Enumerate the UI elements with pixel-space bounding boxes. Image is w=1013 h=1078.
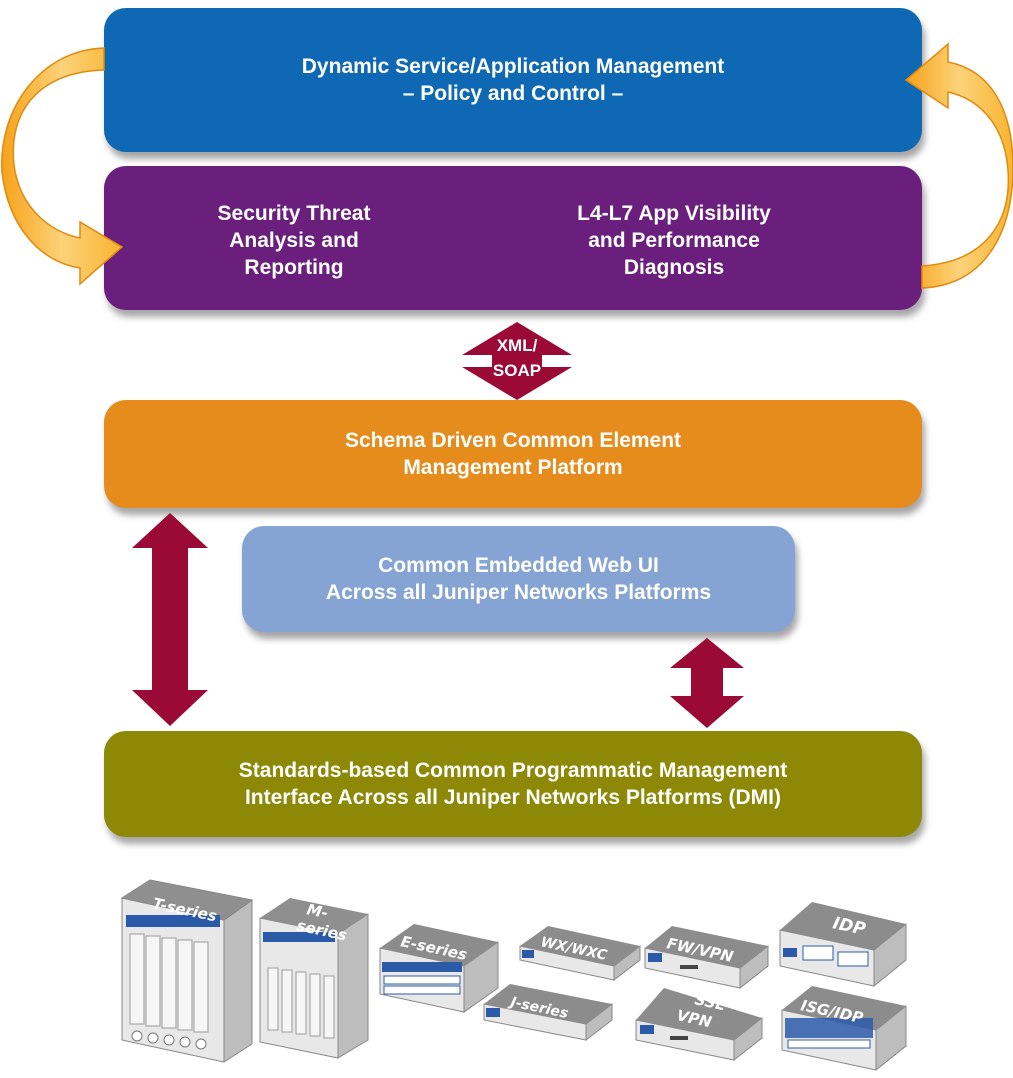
security-threat-line2: Analysis and bbox=[229, 229, 359, 252]
isg-idp-device: ISG/IDP bbox=[781, 986, 907, 1072]
dmi-line1: Standards-based Common Programmatic Mana… bbox=[238, 759, 788, 782]
j-series-device: J-series bbox=[483, 984, 613, 1042]
element-management-line2: Management Platform bbox=[403, 456, 623, 479]
xml-label: XML/ bbox=[497, 336, 538, 355]
security-threat-line3: Reporting bbox=[244, 256, 344, 279]
e-series-device: E-series bbox=[379, 924, 499, 1013]
app-visibility-line2: and Performance bbox=[588, 229, 760, 252]
analysis-box: Security Threat Analysis and Reporting L… bbox=[104, 166, 922, 310]
ssl-label: SSL bbox=[693, 990, 727, 1014]
m-series-device: M- series bbox=[259, 898, 369, 1059]
idp-device: IDP bbox=[779, 902, 907, 988]
security-threat-label: Security Threat Analysis and Reporting bbox=[204, 200, 384, 281]
element-management-line1: Schema Driven Common Element bbox=[344, 429, 682, 452]
web-ui-line1: Common Embedded Web UI bbox=[378, 554, 659, 577]
xml-soap-arrow: XML/ SOAP bbox=[462, 322, 572, 400]
policy-control-subtitle: – Policy and Control – bbox=[402, 82, 624, 105]
left-loop-arrow bbox=[1, 47, 124, 286]
right-vertical-double-arrow bbox=[670, 638, 744, 728]
wx-wxc-device: WX/WXC bbox=[519, 926, 641, 982]
m-series-label-1: M- bbox=[305, 900, 329, 922]
left-vertical-double-arrow bbox=[132, 513, 208, 726]
web-ui-box: Common Embedded Web UI Across all Junipe… bbox=[242, 526, 795, 632]
t-series-device: T-series bbox=[120, 879, 254, 1063]
fw-vpn-device: FW/VPN bbox=[644, 926, 769, 990]
dmi-box: Standards-based Common Programmatic Mana… bbox=[104, 731, 922, 837]
dmi-line2: Interface Across all Juniper Networks Pl… bbox=[244, 786, 782, 809]
app-visibility-line1: L4-L7 App Visibility bbox=[577, 202, 771, 225]
web-ui-line2: Across all Juniper Networks Platforms bbox=[325, 581, 712, 604]
app-visibility-line3: Diagnosis bbox=[623, 256, 725, 279]
policy-control-title: Dynamic Service/Application Management bbox=[301, 55, 725, 78]
policy-control-box: Dynamic Service/Application Management –… bbox=[104, 8, 922, 152]
element-management-box: Schema Driven Common Element Management … bbox=[104, 400, 922, 508]
soap-label: SOAP bbox=[493, 361, 541, 380]
ssl-vpn-device: SSL VPN bbox=[635, 988, 763, 1062]
security-threat-line1: Security Threat bbox=[217, 202, 371, 225]
right-loop-arrow bbox=[904, 42, 1013, 289]
app-visibility-label: L4-L7 App Visibility and Performance Dia… bbox=[524, 200, 824, 281]
